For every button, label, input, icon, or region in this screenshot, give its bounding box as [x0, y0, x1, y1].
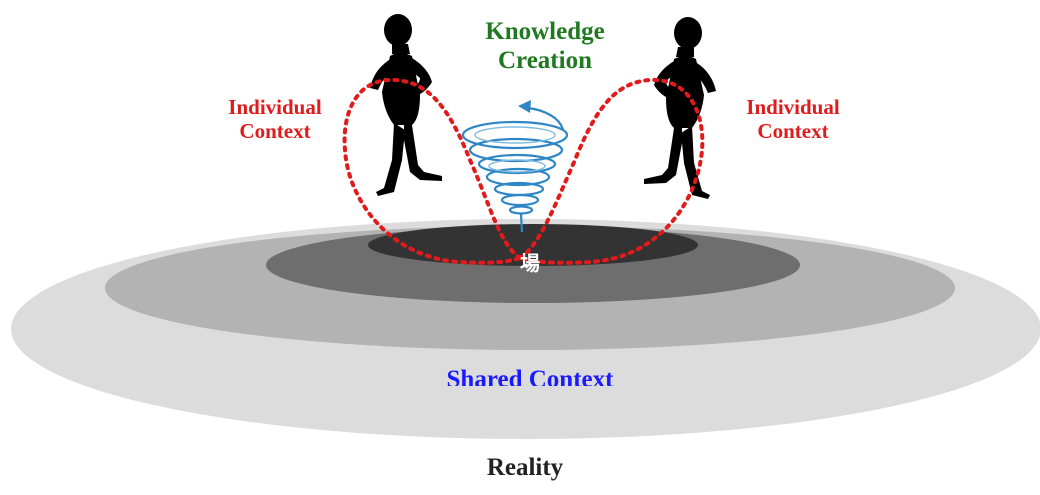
spiral-arrowhead-icon [518, 100, 531, 113]
right-person-icon [644, 17, 716, 199]
knowledge-creation-label: Knowledge Creation [440, 18, 650, 76]
reality-label: Reality [486, 454, 564, 481]
right-individual-context-line2: Context [757, 119, 829, 144]
left-individual-context-line1: Individual [228, 95, 322, 119]
shared-context-label-clip: Shared Context [380, 364, 680, 386]
right-individual-context-label: Individual Context [718, 95, 868, 143]
left-individual-context-line2: Context [239, 119, 311, 144]
ba-label: 場 [520, 251, 540, 275]
left-individual-context-label: Individual Context [200, 95, 350, 143]
left-individual-context-boundary [342, 77, 525, 265]
right-individual-context-line1: Individual [746, 95, 840, 119]
knowledge-creation-line2: Creation [498, 46, 592, 74]
knowledge-creation-line1: Knowledge [485, 18, 605, 45]
shared-context-label: Shared Context [446, 366, 614, 386]
right-individual-context-boundary [515, 77, 705, 265]
left-person-icon [370, 14, 442, 196]
spiral-icon [461, 106, 569, 233]
